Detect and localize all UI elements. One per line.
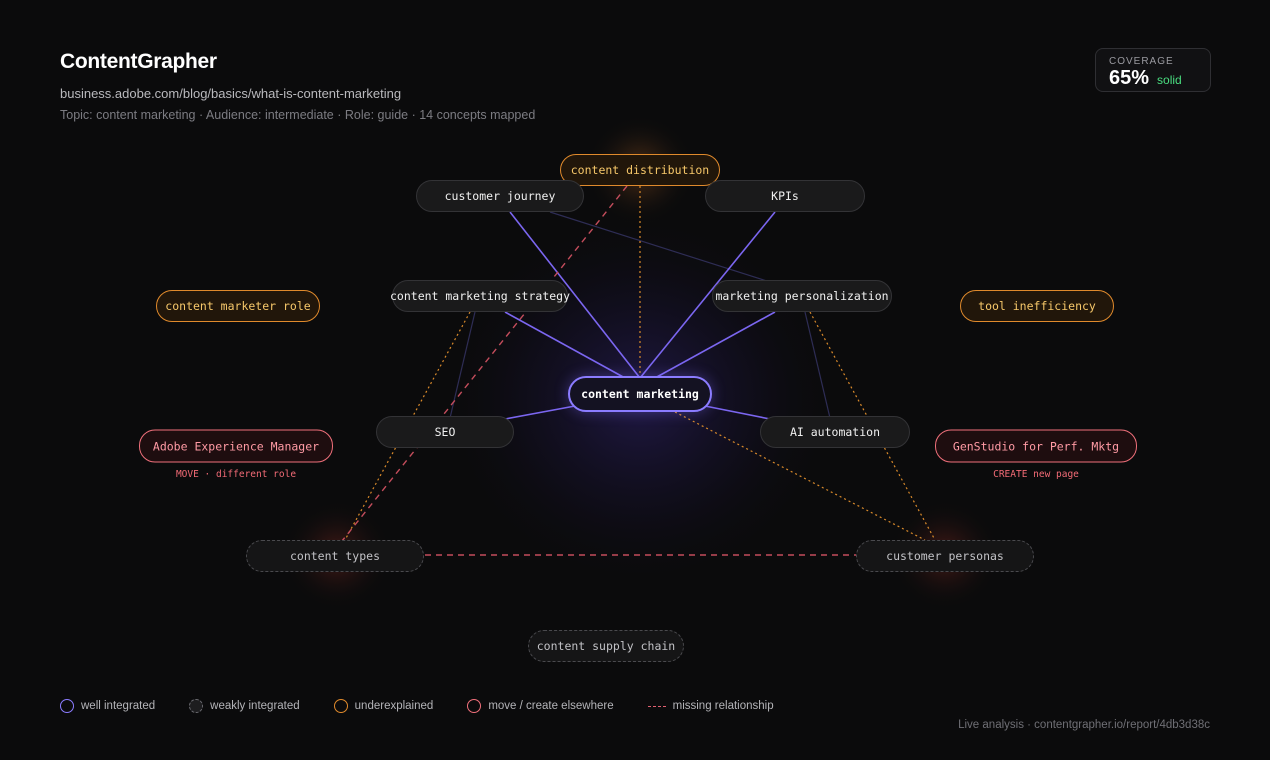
node-content-marketing-strategy[interactable]: content marketing strategy: [390, 280, 570, 312]
node-content-distribution[interactable]: content distribution: [560, 154, 720, 186]
legend-label: weakly integrated: [210, 700, 300, 712]
well-edge: [504, 405, 576, 420]
node-kpis[interactable]: KPIs: [705, 180, 865, 212]
legend-label: move / create elsewhere: [488, 700, 614, 712]
well-integrated-swatch-icon: [60, 699, 74, 713]
report-link[interactable]: Live analysis · contentgrapher.io/report…: [958, 719, 1210, 731]
node-ai-automation[interactable]: AI automation: [760, 416, 910, 448]
node-content-types[interactable]: content types: [246, 540, 424, 572]
legend: well integrated weakly integrated undere…: [60, 699, 808, 713]
legend-item-under: underexplained: [333, 699, 434, 713]
node-genstudio[interactable]: GenStudio for Perf. Mktg: [935, 429, 1137, 463]
node-customer-personas[interactable]: customer personas: [856, 540, 1034, 572]
node-adobe-experience-manager[interactable]: Adobe Experience Manager: [139, 429, 333, 463]
legend-item-missing: missing relationship: [647, 700, 774, 712]
app-title: ContentGrapher: [60, 50, 217, 73]
legend-item-well: well integrated: [60, 699, 155, 713]
page-url[interactable]: business.adobe.com/blog/basics/what-is-c…: [60, 86, 402, 101]
well-edge: [509, 211, 641, 379]
node-content-supply-chain[interactable]: content supply chain: [528, 630, 684, 662]
missing-relationship-line-icon: [647, 705, 666, 707]
legend-item-weak: weakly integrated: [189, 699, 300, 713]
aem-note: MOVE · different role: [175, 469, 297, 480]
well-edge: [654, 311, 776, 379]
move-create-swatch-icon: [467, 699, 482, 713]
coverage-status: solid: [1157, 73, 1182, 87]
genstudio-note: CREATE new page: [993, 469, 1079, 480]
node-marketing-personalization[interactable]: marketing personalization: [712, 280, 892, 312]
legend-label: missing relationship: [672, 700, 774, 712]
node-seo[interactable]: SEO: [376, 416, 514, 448]
coverage-value: 65%: [1109, 67, 1150, 89]
node-customer-journey[interactable]: customer journey: [416, 180, 584, 212]
coverage-card: COVERAGE 65% solid: [1095, 48, 1211, 92]
missing-edge: [341, 185, 628, 542]
weakly-integrated-swatch-icon: [189, 699, 204, 713]
node-content-marketer-role[interactable]: content marketer role: [156, 290, 320, 322]
weak-edge: [549, 211, 771, 283]
well-edge: [704, 405, 771, 420]
underexplained-swatch-icon: [333, 699, 348, 713]
legend-label: underexplained: [354, 700, 434, 712]
legend-item-move: move / create elsewhere: [467, 699, 614, 713]
well-edge: [504, 311, 626, 379]
coverage-label: COVERAGE: [1109, 56, 1174, 67]
well-edge: [639, 211, 776, 379]
node-content-marketing[interactable]: content marketing: [568, 376, 712, 412]
underexplained-edge: [674, 411, 926, 541]
page-meta: Topic: content marketing · Audience: int…: [60, 108, 536, 122]
node-tool-inefficiency[interactable]: tool inefficiency: [960, 290, 1114, 322]
legend-label: well integrated: [81, 700, 156, 712]
weak-edge: [804, 311, 831, 419]
